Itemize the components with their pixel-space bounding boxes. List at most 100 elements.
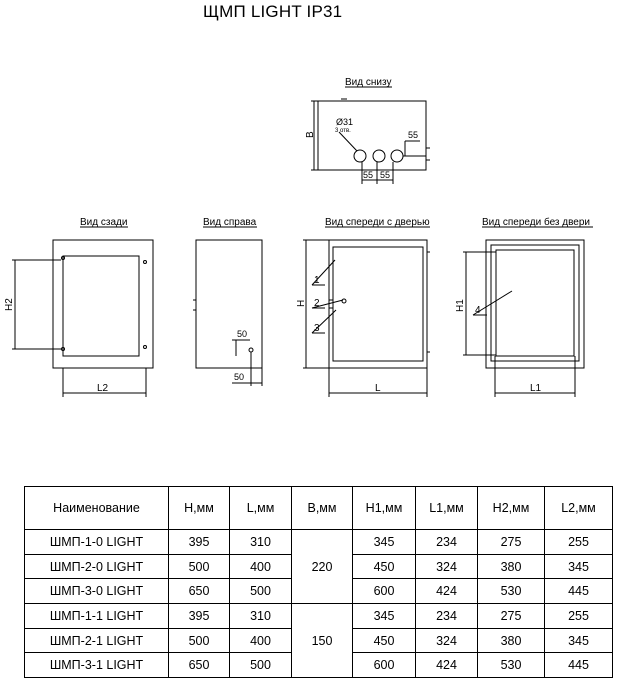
cell-h: 650 xyxy=(168,652,230,678)
column-header: H1,мм xyxy=(352,485,416,531)
callout-2: 2 xyxy=(314,298,320,309)
dim-55-label: 55 xyxy=(408,130,418,140)
table-row: ШМП-1-0 LIGHT 395 310 220 345 234 275 25… xyxy=(24,529,613,605)
door xyxy=(332,246,424,362)
dim-b-label: B xyxy=(305,131,316,138)
column-header: B,мм xyxy=(291,485,353,531)
hole-diameter-label: Ø31 xyxy=(336,117,353,127)
dim-l-label: L xyxy=(375,383,381,394)
bottom-view xyxy=(311,98,430,184)
table-row: ШМП-2-1 LIGHT 500 400 450 324 380 345 xyxy=(24,627,613,654)
cell-l2: 255 xyxy=(544,603,613,629)
cell-h2: 380 xyxy=(477,627,545,654)
cell-l: 310 xyxy=(229,529,292,555)
leader xyxy=(338,131,358,152)
cell-l2: 445 xyxy=(544,652,613,678)
table-row: ШМП-1-1 LIGHT 395 310 150 345 234 275 25… xyxy=(24,603,613,678)
cell-h2: 530 xyxy=(477,652,545,678)
cell-name: ШМП-3-1 LIGHT xyxy=(24,652,169,678)
dim-55-label: 55 xyxy=(380,170,390,180)
dim-50-label: 50 xyxy=(234,372,244,382)
rear-view xyxy=(12,239,154,397)
cell-l: 400 xyxy=(229,553,292,580)
specification-table: Наименование H,мм L,мм B,мм H1,мм L1,мм … xyxy=(24,485,613,678)
hole-count-label: 3 отв. xyxy=(335,128,351,134)
view-title-front-nodoor: Вид спереди без двери xyxy=(482,216,590,228)
cell-h2: 275 xyxy=(477,529,545,555)
dim-l2-label: L2 xyxy=(97,383,109,394)
column-header: Наименование xyxy=(24,485,169,531)
cell-b-group: 220 xyxy=(291,529,353,605)
cell-h: 500 xyxy=(168,627,230,654)
cell-l1: 324 xyxy=(415,553,478,580)
cell-name: ШМП-2-0 LIGHT xyxy=(24,553,169,580)
leader-1 xyxy=(311,259,336,286)
cell-h: 500 xyxy=(168,553,230,580)
view-title-bottom: Вид снизу xyxy=(345,77,391,88)
table-row: ШМП-2-0 LIGHT 500 400 450 324 380 345 xyxy=(24,553,613,580)
technical-drawing: Вид снизу Вид сзади Вид справа Вид спере… xyxy=(4,77,593,397)
callout-3: 3 xyxy=(314,323,320,334)
table-header-row: Наименование H,мм L,мм B,мм H1,мм L1,мм … xyxy=(24,485,613,531)
leader-3 xyxy=(311,309,337,334)
leader-4 xyxy=(472,290,513,316)
callout-4: 4 xyxy=(475,305,481,316)
cell-l: 500 xyxy=(229,652,292,678)
view-title-front-door: Вид спереди с дверью xyxy=(325,217,430,228)
cell-h1: 345 xyxy=(352,603,416,629)
table-row: ШМП-3-1 LIGHT 650 500 600 424 530 445 xyxy=(24,652,613,678)
cell-h1: 600 xyxy=(352,578,416,605)
column-header: H2,мм xyxy=(477,485,545,531)
dim-l1-label: L1 xyxy=(530,383,542,394)
cell-h2: 275 xyxy=(477,603,545,629)
bottom-view-outline xyxy=(317,100,427,171)
dim-55-label: 55 xyxy=(363,170,373,180)
cell-l2: 445 xyxy=(544,578,613,605)
column-header: L,мм xyxy=(229,485,292,531)
cell-h1: 450 xyxy=(352,627,416,654)
right-view xyxy=(193,239,263,386)
cell-l2: 255 xyxy=(544,529,613,555)
cell-h2: 530 xyxy=(477,578,545,605)
cell-l1: 234 xyxy=(415,529,478,555)
leader-2 xyxy=(311,299,344,309)
cell-l2: 345 xyxy=(544,627,613,654)
rear-view-panel xyxy=(62,255,140,357)
callout-1: 1 xyxy=(314,275,320,286)
cell-l1: 424 xyxy=(415,652,478,678)
cable-hole xyxy=(390,149,404,163)
front-nodoor-view xyxy=(463,239,585,397)
front-door-view xyxy=(303,239,430,397)
dim-50-label: 50 xyxy=(237,329,247,339)
cell-b-group: 150 xyxy=(291,603,353,678)
front-door-outline xyxy=(328,239,428,369)
cell-l1: 424 xyxy=(415,578,478,605)
cell-name: ШМП-3-0 LIGHT xyxy=(24,578,169,605)
cell-h: 395 xyxy=(168,603,230,629)
cable-hole xyxy=(353,149,367,163)
mounting-panel xyxy=(495,249,575,357)
dim-h1-label: H1 xyxy=(455,299,466,312)
cell-l1: 234 xyxy=(415,603,478,629)
document-title: ЩМП LIGHT IP31 xyxy=(203,2,343,21)
cell-l: 500 xyxy=(229,578,292,605)
dim-h-label: H xyxy=(296,300,307,307)
front-nodoor-outline xyxy=(485,239,585,369)
cell-name: ШМП-1-0 LIGHT xyxy=(24,529,169,555)
cell-h1: 600 xyxy=(352,652,416,678)
cell-h1: 450 xyxy=(352,553,416,580)
column-header: L1,мм xyxy=(415,485,478,531)
rear-view-outline xyxy=(52,239,154,369)
ground-bolt xyxy=(248,347,254,353)
cell-l: 400 xyxy=(229,627,292,654)
cell-l2: 345 xyxy=(544,553,613,580)
cell-l1: 324 xyxy=(415,627,478,654)
cell-h: 395 xyxy=(168,529,230,555)
dim-h2-label: H2 xyxy=(4,298,15,311)
cell-h1: 345 xyxy=(352,529,416,555)
column-header: H,мм xyxy=(168,485,230,531)
cell-name: ШМП-2-1 LIGHT xyxy=(24,627,169,654)
view-title-rear: Вид сзади xyxy=(80,217,127,228)
view-title-right: Вид справа xyxy=(203,217,257,228)
door-lock xyxy=(341,298,347,304)
